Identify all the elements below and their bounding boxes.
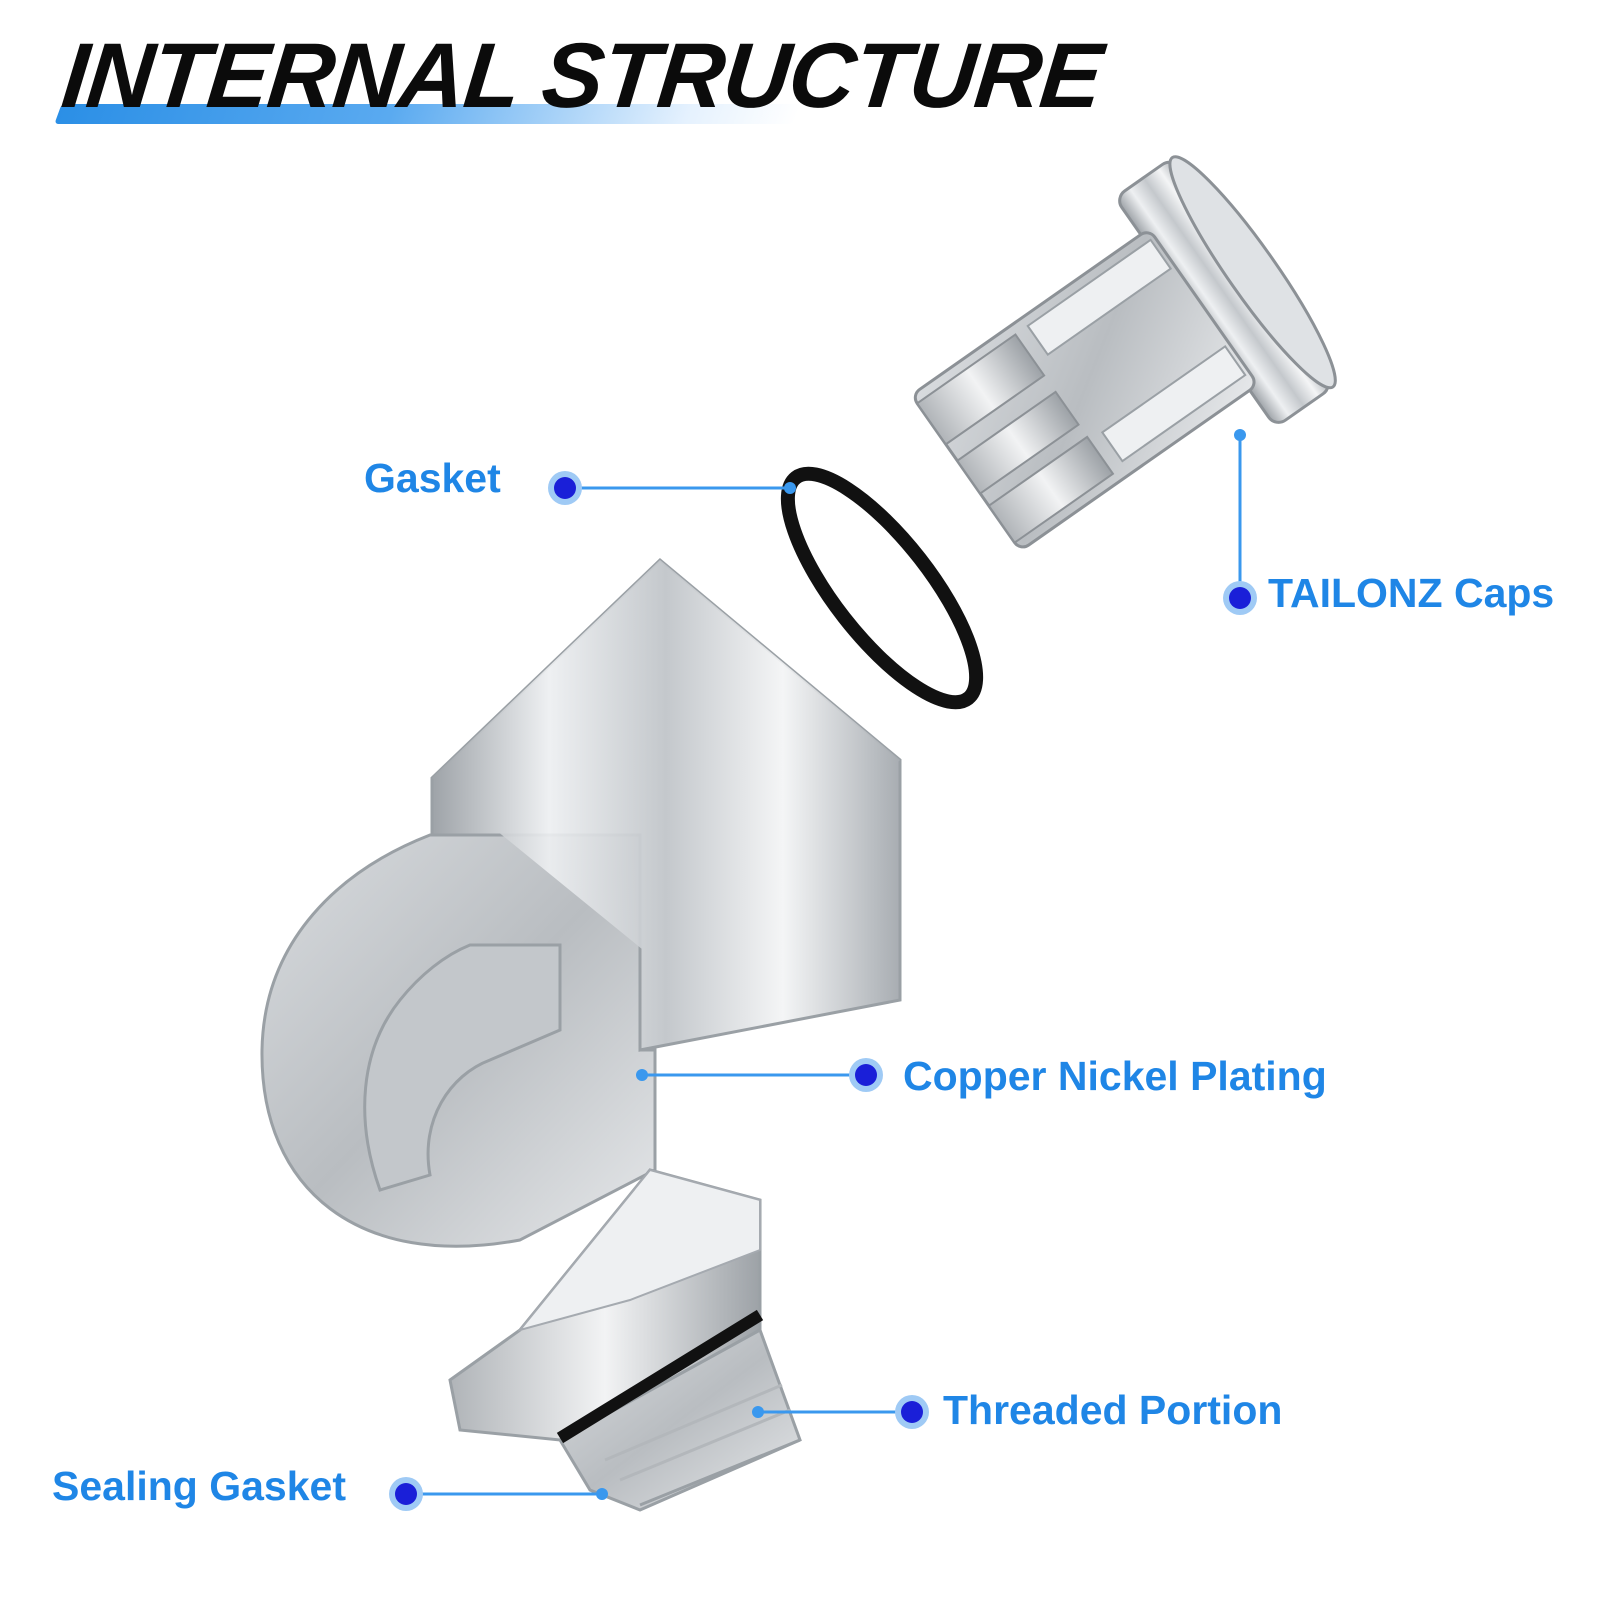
tailonz-cap — [913, 155, 1337, 549]
gasket-oring — [780, 466, 984, 710]
label-sealing-gasket: Sealing Gasket — [52, 1463, 346, 1509]
label-copper-nickel: Copper Nickel Plating — [903, 1053, 1327, 1099]
label-tailonz-caps: TAILONZ Caps — [1268, 570, 1555, 616]
callout-caps — [1223, 429, 1257, 615]
callout-sealing — [389, 1477, 608, 1511]
elbow-body — [260, 557, 902, 1512]
callout-copper — [636, 1058, 883, 1092]
label-gasket: Gasket — [364, 455, 501, 501]
label-threaded-portion: Threaded Portion — [943, 1387, 1283, 1433]
callout-gasket — [548, 471, 796, 505]
callout-threaded — [752, 1395, 929, 1429]
